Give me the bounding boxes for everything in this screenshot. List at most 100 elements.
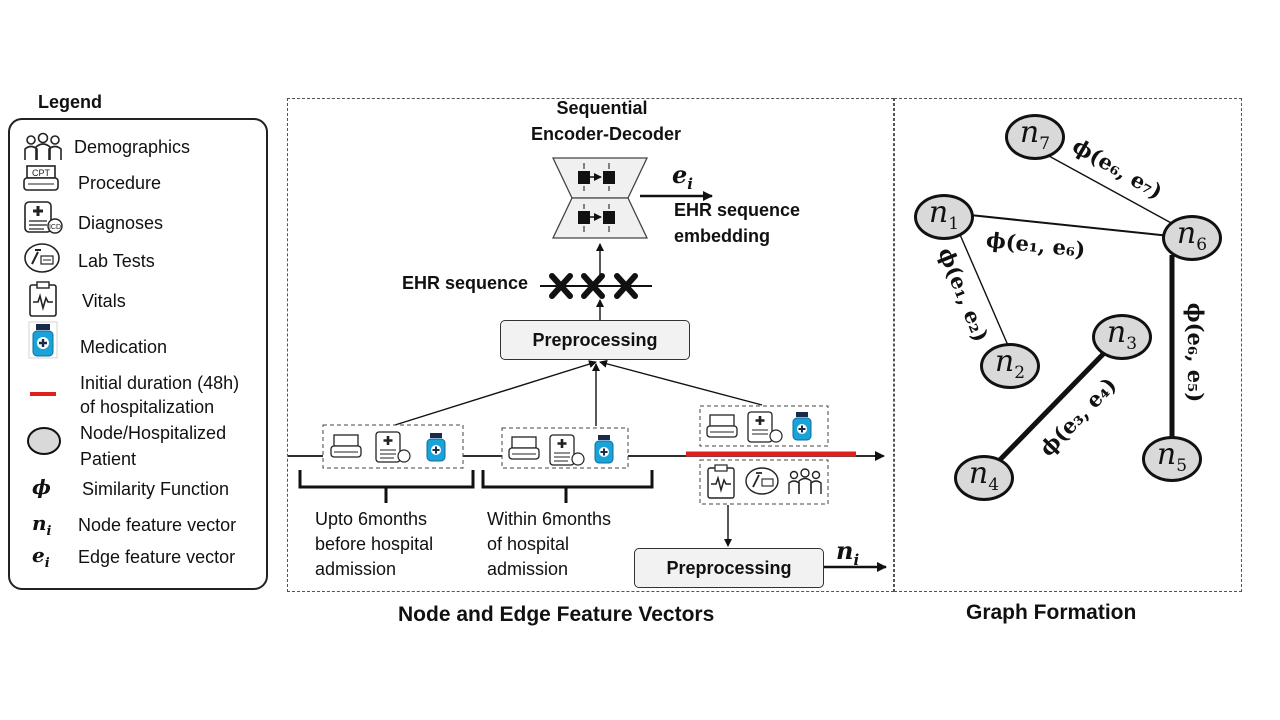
graph-panel <box>894 98 1242 592</box>
graph-node-n6-sub: 6 <box>1196 235 1208 255</box>
ehr-sequence-label: EHR sequence <box>402 273 529 293</box>
group3-top-icons <box>706 411 812 443</box>
legend-title: Legend <box>38 92 103 112</box>
ei-sub: i <box>44 556 50 571</box>
legend-label-lab-tests: Lab Tests <box>78 251 155 271</box>
encoder-decoder-icon <box>551 157 649 239</box>
graph-node-n2-label: n2 <box>980 347 1040 388</box>
legend-label-diagnoses: Diagnoses <box>78 213 164 233</box>
legend-label-node-2: Patient <box>80 449 137 469</box>
graph-node-n1-letter: n <box>928 195 949 230</box>
group3-bottom-icons <box>707 464 822 499</box>
group1-icons <box>330 431 446 463</box>
graph-node-n5-label: n5 <box>1142 440 1202 481</box>
graph-node-n1 <box>914 194 974 240</box>
graph-node-n3-letter: n <box>1106 315 1127 350</box>
graph-node-n4 <box>954 455 1014 501</box>
legend-label-node-1: Node/Hospitalized <box>80 423 227 443</box>
ni-label-sub: i <box>853 550 860 569</box>
medication-icon <box>28 321 58 359</box>
legend-label-medication: Medication <box>80 337 168 357</box>
group3-diagnoses-icon <box>747 411 783 443</box>
graph-node-n7-letter: n <box>1019 115 1040 150</box>
period2-line1: Within 6months <box>487 509 612 529</box>
ei-label: ei <box>672 160 693 193</box>
period1-line2: before hospital <box>315 534 434 554</box>
legend-label-edge-feature: Edge feature vector <box>78 547 236 567</box>
graph-node-n1-sub: 1 <box>948 214 960 234</box>
group1-medication-icon <box>426 433 446 462</box>
edge-n1-n6 <box>969 214 1171 237</box>
legend-label-similarity: Similarity Function <box>82 479 230 499</box>
legend-box: Demographics CPT Procedure ICD Diagnoses… <box>8 118 268 590</box>
ni-symbol: ni <box>32 512 52 543</box>
embedding-line1: EHR sequence <box>674 200 801 220</box>
node-icon <box>27 427 61 455</box>
ei-label-sub: i <box>687 174 693 193</box>
legend-label-demographics: Demographics <box>74 137 191 157</box>
graph-node-n3 <box>1092 314 1152 360</box>
graph-node-n5-sub: 5 <box>1176 456 1188 476</box>
ehr-sequence-line <box>540 273 652 299</box>
preprocessing-top-box: Preprocessing <box>500 320 690 360</box>
group1-to-preprocess-arrow <box>394 360 597 426</box>
graph-node-n2-sub: 2 <box>1014 363 1026 383</box>
ei-symbol: ei <box>32 544 50 575</box>
graph-node-n2 <box>980 343 1040 389</box>
edge-n3-n4 <box>988 343 1114 472</box>
group3-demographics-icon <box>788 468 822 494</box>
ni-letter: n <box>32 511 47 535</box>
ni-sub: i <box>46 524 52 539</box>
graph-node-n4-sub: 4 <box>988 475 1000 495</box>
procedure-icon: CPT <box>23 165 59 191</box>
group3-medication-icon <box>792 412 812 441</box>
graph-node-n7 <box>1005 114 1065 160</box>
ni-label: ni <box>836 536 859 569</box>
vitals-icon <box>29 281 57 317</box>
group2-procedure-icon <box>508 436 540 460</box>
graph-node-n3-label: n3 <box>1092 318 1152 359</box>
graph-node-n3-sub: 3 <box>1126 334 1138 354</box>
group1-diagnoses-icon <box>375 431 411 463</box>
graph-node-n2-letter: n <box>994 344 1015 379</box>
period2-line3: admission <box>487 559 569 579</box>
lab-tests-icon <box>24 243 60 273</box>
graph-node-n6 <box>1162 215 1222 261</box>
legend-label-initial-duration-1: Initial duration (48h) <box>80 373 240 393</box>
graph-node-n4-letter: n <box>968 456 989 491</box>
diagnoses-icd-text: ICD <box>49 224 61 231</box>
period2-line2: of hospital <box>487 534 570 554</box>
encoder-title-line2: Encoder-Decoder <box>530 124 682 144</box>
procedure-cpt-text: CPT <box>32 168 51 178</box>
graph-node-n5-letter: n <box>1156 437 1177 472</box>
period1-line1: Upto 6months <box>315 509 428 529</box>
graph-node-n1-label: n1 <box>914 198 974 239</box>
graph-node-n5 <box>1142 436 1202 482</box>
preprocessing-bottom-box: Preprocessing <box>634 548 824 588</box>
feature-panel-caption: Node and Edge Feature Vectors <box>398 603 715 626</box>
legend-label-node-feature: Node feature vector <box>78 515 237 535</box>
group2-diagnoses-icon <box>549 434 585 466</box>
edge-label-n6-n5: ϕ(e₆, e₅) <box>1183 302 1209 403</box>
legend-label-initial-duration-2: of hospitalization <box>80 397 215 417</box>
ei-label-letter: e <box>672 160 688 189</box>
graph-node-n4-label: n4 <box>954 459 1014 500</box>
red-line-icon <box>30 392 56 396</box>
period-brackets <box>298 470 654 503</box>
graph-node-n7-label: n7 <box>1005 118 1065 159</box>
feature-panel <box>287 98 894 592</box>
graph-panel-caption: Graph Formation <box>966 601 1137 624</box>
group3-to-preprocess-arrow <box>599 359 763 406</box>
group3-vitals-icon <box>707 464 735 499</box>
legend-label-procedure: Procedure <box>78 173 162 193</box>
group3-procedure-icon <box>706 414 738 438</box>
group2-medication-icon <box>594 435 614 464</box>
group1-procedure-icon <box>330 434 362 458</box>
embedding-line2: embedding <box>674 226 771 246</box>
phi-symbol: ϕ <box>32 475 51 499</box>
period1-line3: admission <box>315 559 397 579</box>
edge-n1-n2 <box>957 229 1011 351</box>
group2-icons <box>508 434 614 466</box>
demographics-icon <box>24 132 62 160</box>
